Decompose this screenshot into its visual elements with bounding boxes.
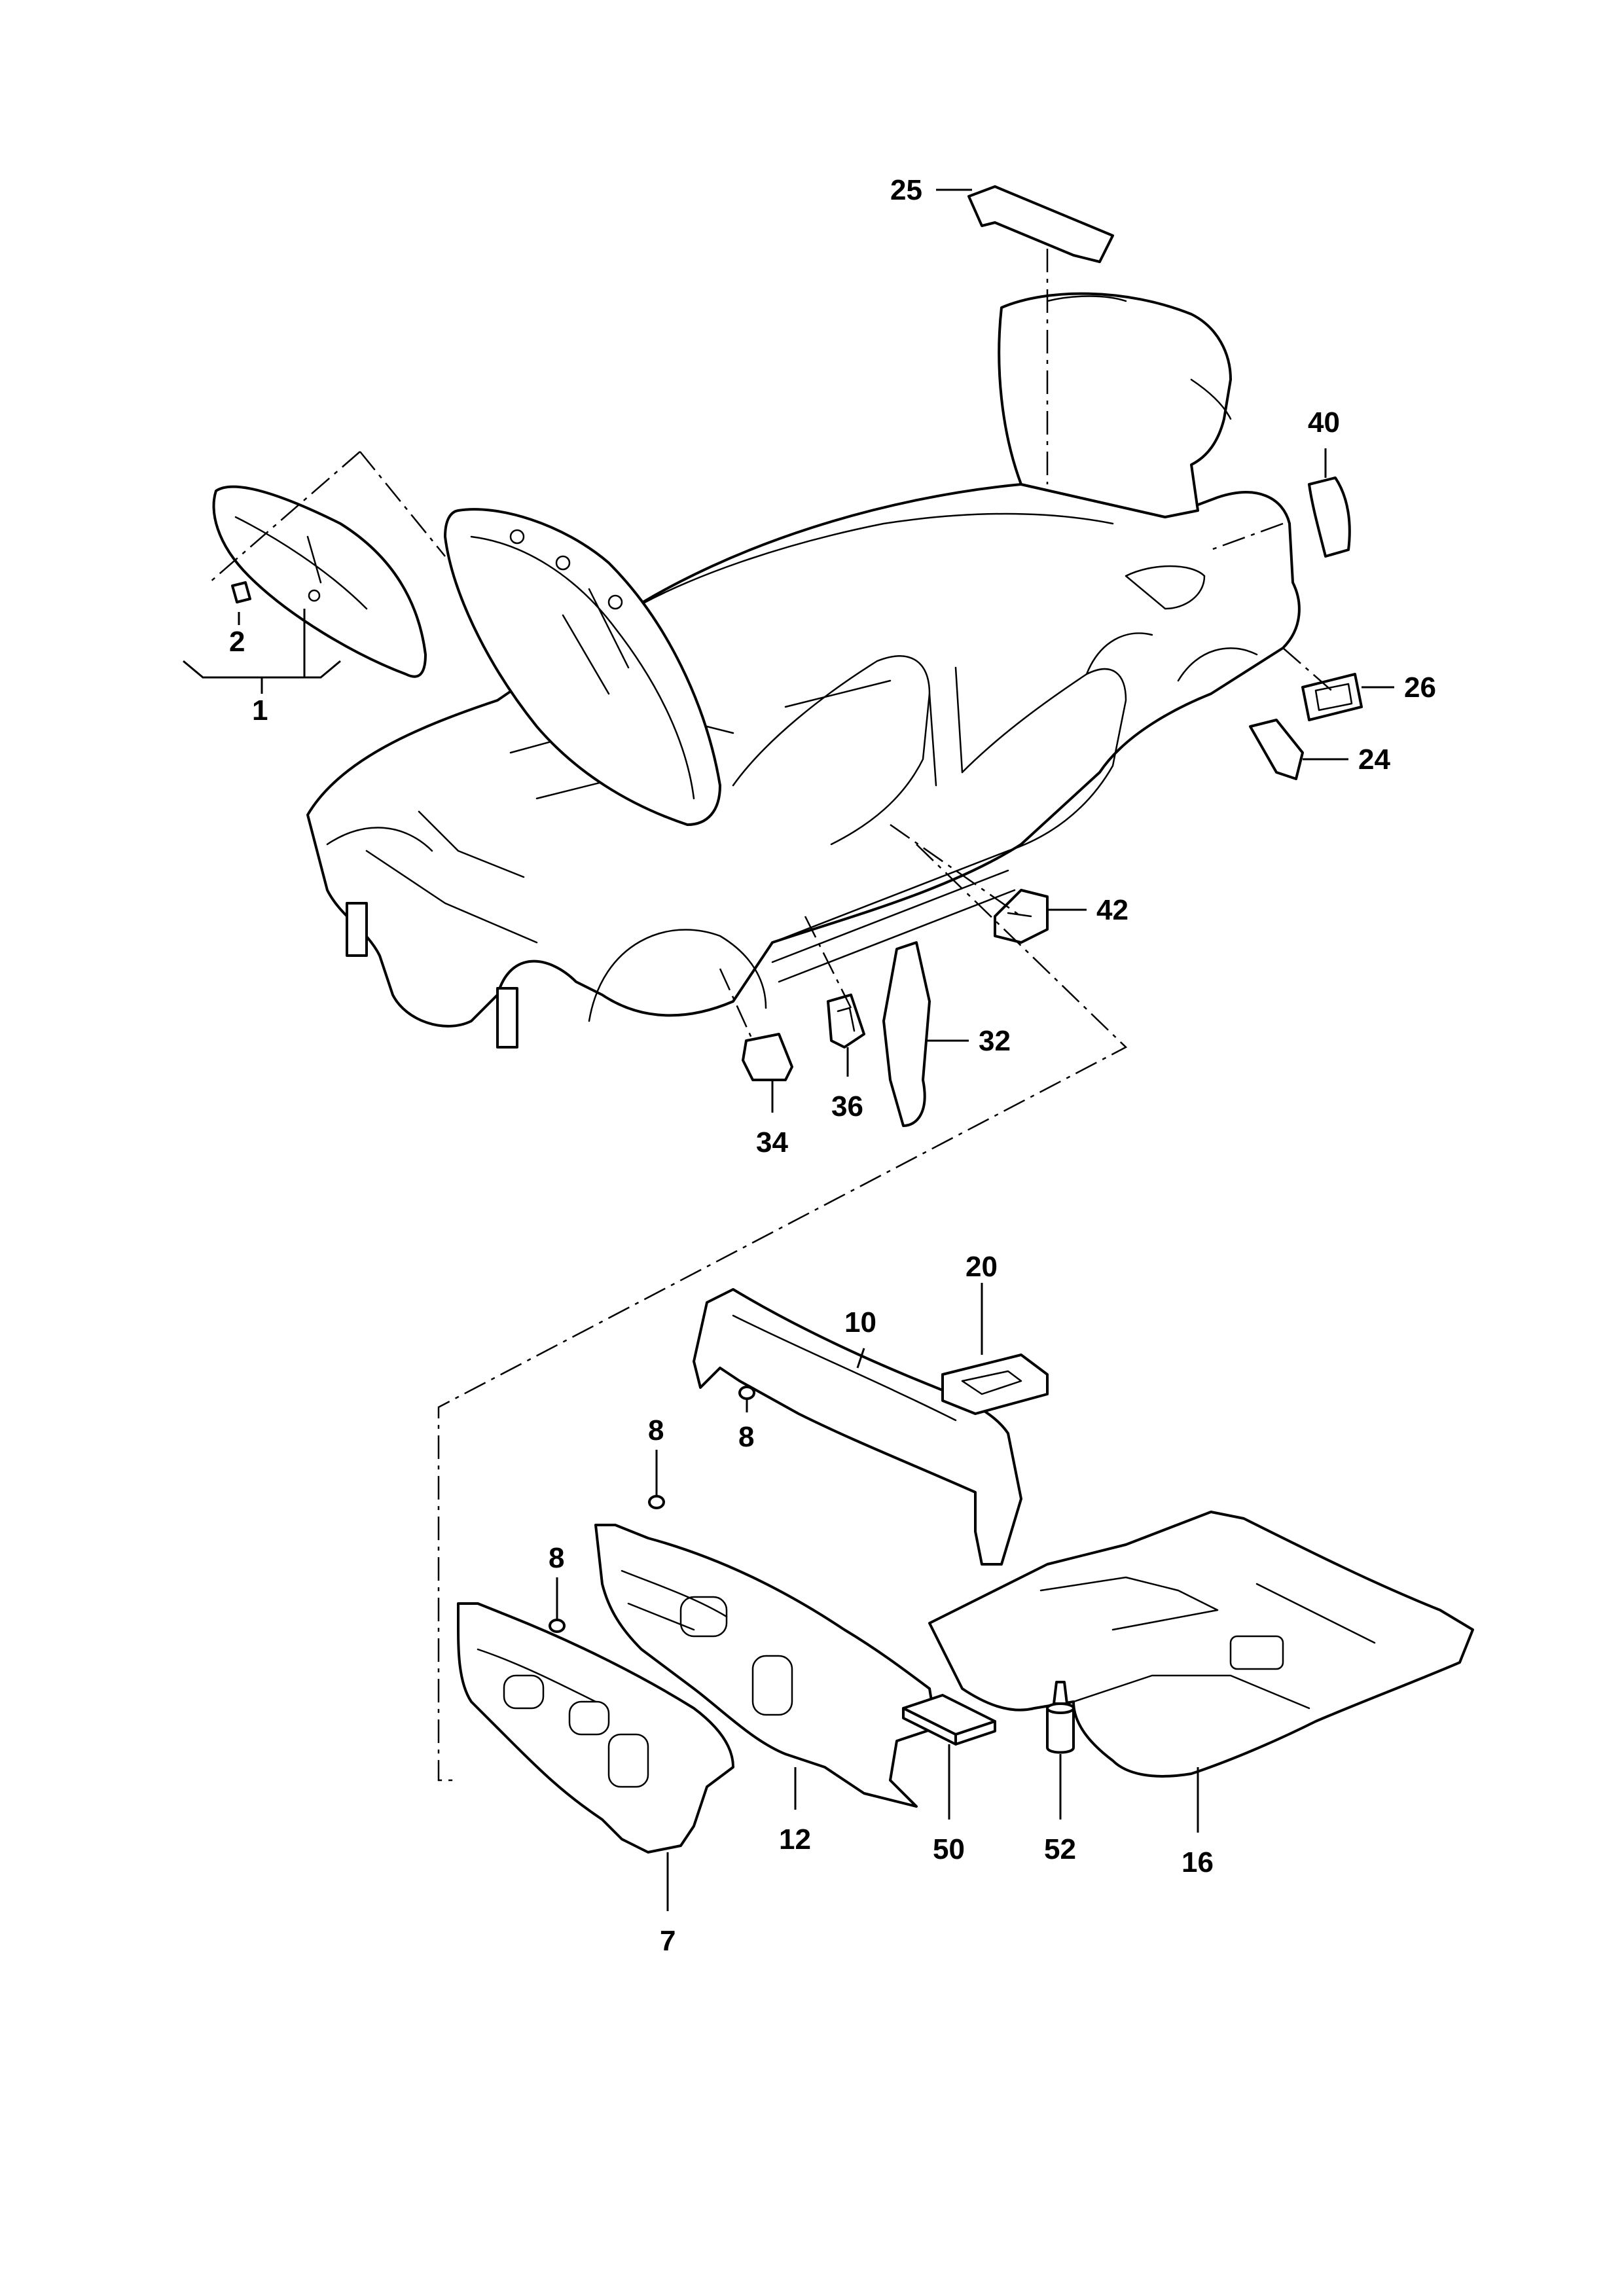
- callout-26: 26: [1404, 672, 1436, 704]
- sill-foam-block: [994, 889, 1049, 944]
- adhesive-bottle: [1046, 1681, 1075, 1754]
- hinge-pillar-foam: [827, 994, 865, 1049]
- trunk-lid: [998, 292, 1232, 518]
- callout-34: 34: [756, 1126, 788, 1158]
- a-pillar-insulation: [882, 941, 931, 1127]
- hood-insulation-mat: [212, 485, 427, 678]
- dash-panel-insulation: [594, 1524, 937, 1808]
- callout-10: 10: [844, 1306, 876, 1338]
- callout-12: 12: [779, 1823, 811, 1856]
- callout-1: 1: [252, 694, 268, 726]
- floor-carpet: [928, 1511, 1474, 1778]
- callout-42: 42: [1096, 894, 1128, 926]
- callout-20: 20: [965, 1251, 998, 1283]
- callout-8-mid: 8: [738, 1421, 754, 1453]
- callout-2: 2: [229, 626, 245, 658]
- callout-16: 16: [1182, 1846, 1214, 1878]
- callout-40: 40: [1308, 406, 1340, 439]
- callout-52: 52: [1044, 1833, 1076, 1865]
- hood-panel: [444, 508, 721, 826]
- retaining-clip: [231, 581, 251, 603]
- phantom-lines: [209, 249, 1336, 1782]
- callout-8-upper: 8: [648, 1414, 664, 1446]
- trunk-floor-insulation-pad: [941, 1354, 1049, 1415]
- callout-50: 50: [933, 1833, 965, 1865]
- rear-panel-pad: [1301, 673, 1363, 721]
- callout-36: 36: [831, 1090, 863, 1122]
- roof-insulation-pad: [967, 185, 1114, 263]
- callout-8-lower: 8: [549, 1542, 564, 1574]
- callout-32: 32: [979, 1025, 1011, 1057]
- rear-arch-foam-piece: [1249, 719, 1304, 780]
- wheel-arch-foam-block: [742, 1033, 793, 1081]
- callout-25: 25: [890, 174, 922, 206]
- rear-quarter-foam-block: [1308, 476, 1351, 558]
- plenum-panel: [693, 1288, 1022, 1566]
- callout-labels: 1 2 25 40 26 24 42 32 36 34 20 10 8 8 8 …: [229, 174, 1436, 1957]
- leader-lines: [183, 188, 1394, 1911]
- firewall-insulation: [457, 1602, 734, 1854]
- callout-24: 24: [1358, 744, 1390, 776]
- sealing-pad: [902, 1694, 996, 1746]
- callout-7: 7: [660, 1925, 676, 1957]
